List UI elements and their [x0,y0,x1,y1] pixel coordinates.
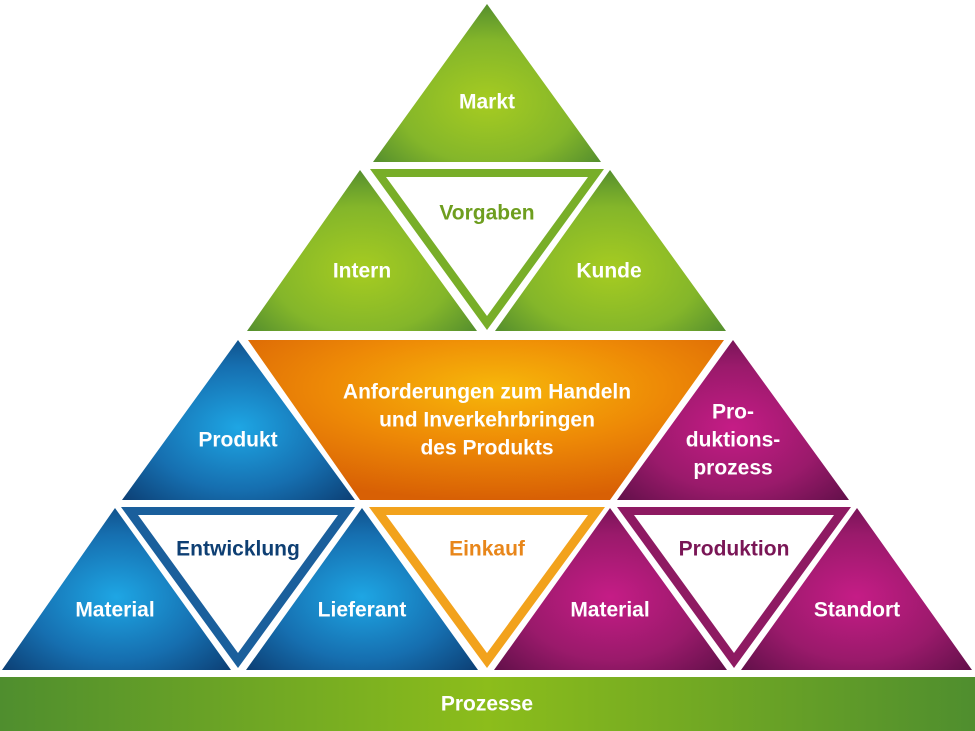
label-vorgaben: Vorgaben [439,202,534,225]
label-produktion: Produktion [679,538,790,561]
triangle-vorgaben-inner [386,177,588,316]
triangle-entwicklung-inner [138,515,338,653]
label-prozesse: Prozesse [441,693,533,716]
label-entwicklung: Entwicklung [176,538,300,561]
label-material-blue: Material [75,599,154,622]
label-produktionsprozess-1: Pro- [712,401,754,424]
label-einkauf: Einkauf [449,538,526,561]
label-produktionsprozess-2: duktions- [686,429,781,452]
label-anforderungen-1: Anforderungen zum Handeln [343,381,631,404]
label-anforderungen-3: des Produkts [420,437,553,460]
base-bar [0,677,975,731]
triangle-produktion-inner [634,515,834,653]
label-material-purple: Material [570,599,649,622]
triangle-markt [373,4,601,162]
label-kunde: Kunde [576,260,641,283]
label-markt: Markt [459,91,515,114]
triangle-produkt [122,340,355,500]
label-produkt: Produkt [198,429,277,452]
triangle-material-blue [2,508,231,670]
triangle-standort [741,508,972,670]
label-standort: Standort [814,599,900,622]
triangle-intern [247,170,477,331]
triangle-anforderungen [248,340,724,500]
label-anforderungen-2: und Inverkehrbringen [379,409,595,432]
triangle-einkauf-inner [386,515,588,653]
label-intern: Intern [333,260,391,283]
triangle-produktionsprozess [617,340,849,500]
triangle-kunde [495,170,726,331]
triangle-material-purple [494,508,727,670]
label-produktionsprozess-3: prozess [693,457,772,480]
triangle-lieferant [246,508,478,670]
label-lieferant: Lieferant [318,599,407,622]
